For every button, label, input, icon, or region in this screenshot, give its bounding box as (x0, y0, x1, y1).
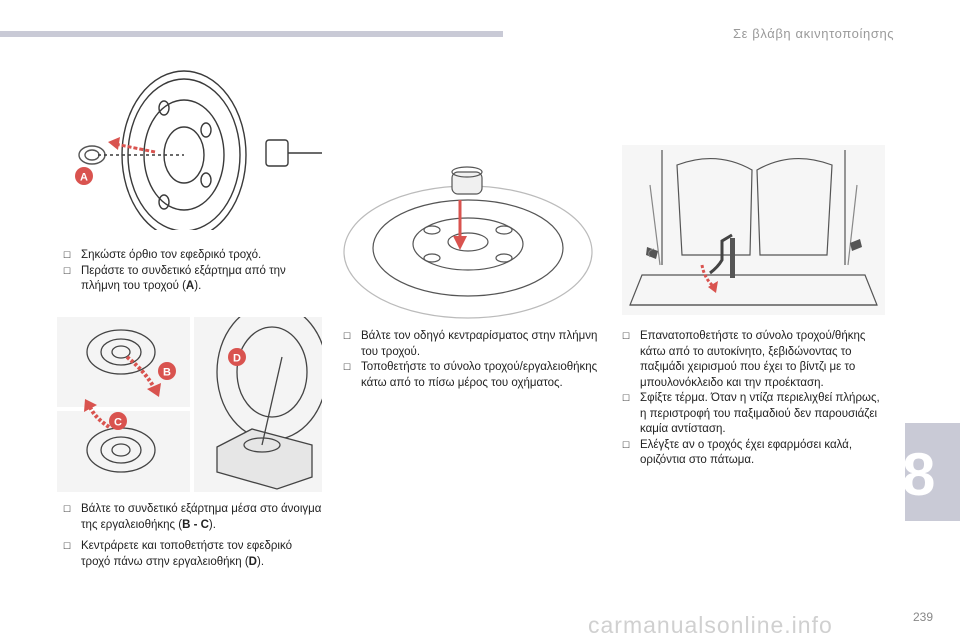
figure-boot-winch (622, 145, 885, 315)
callout-c: C (114, 417, 122, 429)
step-text: Σηκώστε όρθιο τον εφεδρικό τροχό. (81, 249, 262, 261)
watermark-text: carmanualsonline.info (588, 612, 833, 638)
column2-steps: Βάλτε τον οδηγό κεντραρίσματος στην πλήμ… (343, 329, 598, 391)
figure-wheel-upright: A (75, 70, 322, 230)
section-title: Σε βλάβη ακινητοποίησης (733, 26, 895, 41)
column1-steps-top: Σηκώστε όρθιο τον εφεδρικό τροχό. Περάστ… (63, 248, 323, 295)
step-list-item: Ελέγξτε αν ο τροχός έχει εφαρμόσει καλά,… (622, 438, 887, 469)
step-list-item: Σφίξτε τέρμα. Όταν η ντίζα περιελιχθεί π… (622, 391, 887, 438)
step-list-item: Βάλτε τον οδηγό κεντραρίσματος στην πλήμ… (343, 329, 598, 360)
chapter-tab (905, 423, 960, 521)
callout-a: A (80, 172, 88, 184)
header-bar (0, 31, 503, 37)
chapter-number: 8 (902, 441, 936, 508)
step-list-item: Κεντράρετε και τοποθετήστε τον εφεδρικό … (63, 539, 323, 570)
figure-centring-guide (343, 166, 593, 319)
column3-steps: Επανατοποθετήστε το σύνολο τροχού/θήκης … (622, 329, 887, 469)
callout-d: D (233, 353, 241, 365)
page-number: 239 (913, 610, 934, 624)
step-list-item: Σηκώστε όρθιο τον εφεδρικό τροχό. (63, 248, 323, 264)
step-list-item: Βάλτε το συνδετικό εξάρτημα μέσα στο άνο… (63, 502, 323, 533)
column1-steps-bottom: Βάλτε το συνδετικό εξάρτημα μέσα στο άνο… (63, 502, 323, 570)
step-list-item: Τοποθετήστε το σύνολο τροχού/εργαλειοθήκ… (343, 360, 598, 391)
callout-b: B (163, 367, 171, 379)
step-list-item: Επανατοποθετήστε το σύνολο τροχού/θήκης … (622, 329, 887, 391)
step-list-item: Περάστε το συνδετικό εξάρτημα από την πλ… (63, 264, 323, 295)
figure-toolbox-fitting: B C D (57, 317, 322, 492)
